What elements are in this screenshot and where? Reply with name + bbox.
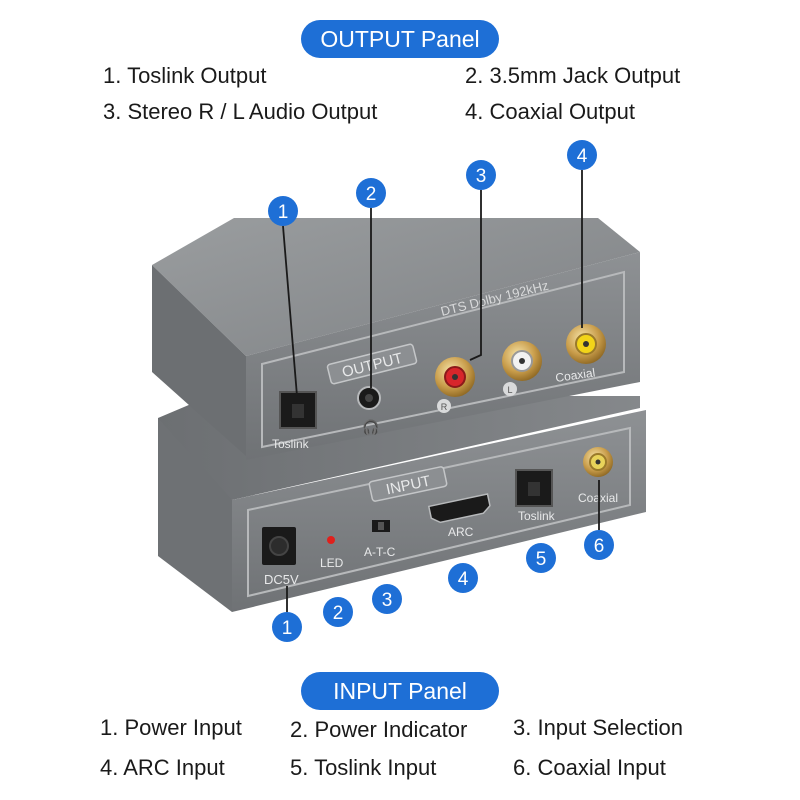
svg-text:3: 3 [476,166,487,187]
input-unit: INPUT DC5V LED A-T-C ARC Toslink Coaxial [158,396,646,612]
legend-power-indicator: 2. Power Indicator [290,717,468,742]
hdmi-arc-port [427,493,491,524]
output-unit: DTS Dolby 192kHz OUTPUT Toslink 🎧 R L Co… [152,218,640,460]
input-panel-title: INPUT Panel [301,672,499,710]
svg-text:4: 4 [458,569,469,590]
leader-lines [282,170,600,612]
callout-bottom-3: 3 [372,584,402,614]
headphone-icon: 🎧 [362,419,379,436]
legend-coaxial-input: 6. Coaxial Input [513,755,666,780]
toslink-in-label: Toslink [518,509,556,523]
callout-bottom-5: 5 [526,543,556,573]
arc-label: ARC [448,525,474,539]
svg-text:6: 6 [594,536,605,557]
legend-jack-output: 2. 3.5mm Jack Output [465,63,681,88]
toslink-label: Toslink [272,437,310,451]
atc-label: A-T-C [364,545,396,559]
callout-top-3: 3 [466,160,496,190]
callout-top-2: 2 [356,178,386,208]
callout-bottom-4: 4 [448,563,478,593]
callout-bottom-1: 1 [272,612,302,642]
legend-arc-input: 4. ARC Input [100,755,225,780]
led-label: LED [320,556,344,570]
legend-toslink-output: 1. Toslink Output [103,63,267,88]
callout-bottom-6: 6 [584,530,614,560]
coaxial-in-label: Coaxial [578,491,618,505]
svg-text:3: 3 [382,590,393,611]
svg-text:1: 1 [282,618,293,639]
svg-text:5: 5 [536,549,547,570]
svg-text:2: 2 [333,603,344,624]
svg-text:2: 2 [366,184,377,205]
led [327,536,335,544]
legend-toslink-input: 5. Toslink Input [290,755,437,780]
svg-text:1: 1 [278,202,289,223]
r-label: R [441,402,448,412]
output-panel-title: OUTPUT Panel [301,20,499,58]
coaxial-label: Coaxial [554,366,596,385]
svg-text:4: 4 [577,146,588,167]
dc5v-label: DC5V [264,572,299,587]
l-label: L [507,385,512,395]
legend-input-selection: 3. Input Selection [513,715,684,740]
callout-top-1: 1 [268,196,298,226]
output-face [246,252,640,460]
legend-stereo-output: 3. Stereo R / L Audio Output [103,99,378,124]
output-top [152,218,640,356]
legend-power-input: 1. Power Input [100,715,242,740]
toslink-input-port [515,469,553,507]
callout-top-4: 4 [567,140,597,170]
callout-bottom-2: 2 [323,597,353,627]
legend-coaxial-output: 4. Coaxial Output [465,99,635,124]
